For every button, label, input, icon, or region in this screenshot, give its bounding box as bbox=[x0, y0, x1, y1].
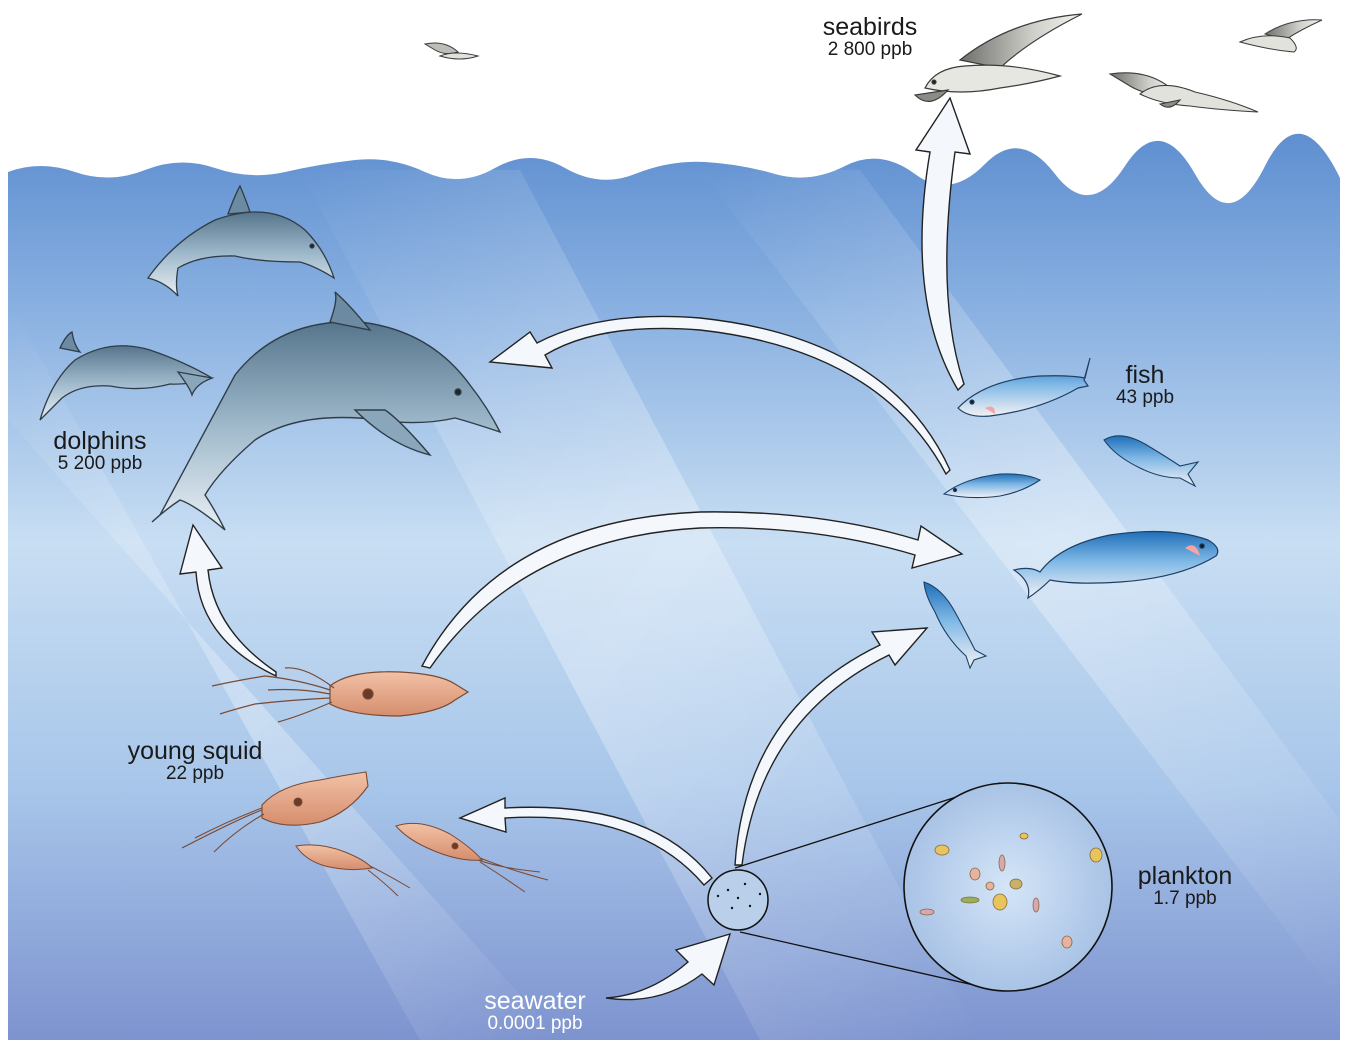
label-seabirds: seabirds 2 800 ppb bbox=[800, 14, 940, 60]
label-dolphins: dolphins 5 200 ppb bbox=[40, 428, 160, 474]
fish-value: 43 ppb bbox=[1090, 388, 1200, 408]
dolphins-name: dolphins bbox=[40, 428, 160, 454]
label-young-squid: young squid 22 ppb bbox=[110, 738, 280, 784]
label-seawater: seawater 0.0001 ppb bbox=[470, 988, 600, 1034]
plankton-name: plankton bbox=[1120, 863, 1250, 889]
seabirds-value: 2 800 ppb bbox=[800, 40, 940, 60]
dolphins-value: 5 200 ppb bbox=[40, 454, 160, 474]
label-fish: fish 43 ppb bbox=[1090, 362, 1200, 408]
seawater-value: 0.0001 ppb bbox=[470, 1014, 600, 1034]
seawater-sample-circle bbox=[708, 870, 768, 930]
label-plankton: plankton 1.7 ppb bbox=[1120, 863, 1250, 909]
seawater-name: seawater bbox=[470, 988, 600, 1014]
plankton-magnified-circle bbox=[904, 783, 1112, 991]
plankton-value: 1.7 ppb bbox=[1120, 889, 1250, 909]
squid-value: 22 ppb bbox=[110, 764, 280, 784]
seabirds-name: seabirds bbox=[800, 14, 940, 40]
fish-name: fish bbox=[1090, 362, 1200, 388]
squid-name: young squid bbox=[110, 738, 280, 764]
